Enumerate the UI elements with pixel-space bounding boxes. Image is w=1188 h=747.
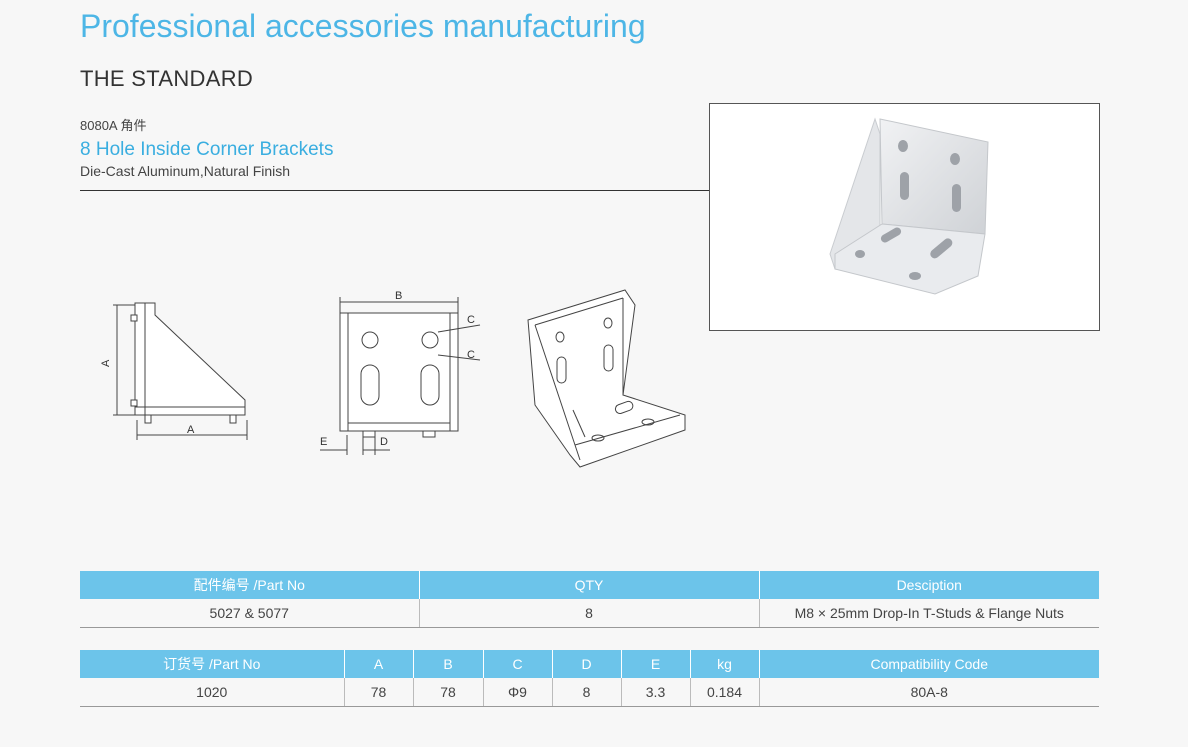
table-row: 5027 & 5077 8 M8 × 25mm Drop-In T-Studs … [80, 599, 1099, 628]
page-title: Professional accessories manufacturing [80, 8, 646, 44]
front-view [320, 297, 481, 455]
cell-part-no: 5027 & 5077 [80, 599, 420, 628]
cell-qty: 8 [419, 599, 760, 628]
cell-b: 78 [413, 678, 484, 707]
product-photo [709, 103, 1100, 331]
side-view [113, 302, 248, 440]
accessories-table: 配件编号 /Part No QTY Desciption 5027 & 5077… [80, 571, 1099, 628]
col-header-description: Desciption [759, 571, 1099, 599]
dim-label-d: D [380, 436, 388, 448]
cell-c: Φ9 [483, 678, 553, 707]
dim-label-c-top: C [467, 314, 475, 326]
col-header-c: C [483, 650, 553, 678]
col-header-e: E [621, 650, 691, 678]
cell-a: 78 [344, 678, 414, 707]
model-number: 8080A 角件 [80, 118, 147, 133]
product-name: 8 Hole Inside Corner Brackets [80, 139, 334, 160]
isometric-view [527, 289, 686, 468]
dim-label-b: B [395, 290, 402, 302]
dim-label-c-bottom: C [467, 349, 475, 361]
cell-d: 8 [552, 678, 622, 707]
cell-kg: 0.184 [690, 678, 760, 707]
cell-e: 3.3 [621, 678, 691, 707]
col-header-kg: kg [690, 650, 760, 678]
dim-label-e: E [320, 436, 327, 448]
specifications-table: 订货号 /Part No A B C D E kg Compatibility … [80, 650, 1099, 707]
dim-label-a-horizontal: A [187, 424, 195, 436]
dim-label-a-vertical: A [100, 359, 112, 367]
col-header-d: D [552, 650, 622, 678]
material-description: Die-Cast Aluminum,Natural Finish [80, 163, 291, 179]
bracket-photo-illustration [829, 117, 989, 295]
col-header-order-no: 订货号 /Part No [80, 650, 345, 678]
table-row: 1020 78 78 Φ9 8 3.3 0.184 80A-8 [80, 678, 1099, 707]
cell-description: M8 × 25mm Drop-In T-Studs & Flange Nuts [759, 599, 1099, 628]
col-header-compatibility: Compatibility Code [759, 650, 1099, 678]
cell-compatibility: 80A-8 [759, 678, 1099, 707]
section-subtitle: THE STANDARD [80, 66, 254, 91]
col-header-b: B [413, 650, 484, 678]
technical-drawing: A A B C C E D [95, 285, 695, 475]
divider-line [80, 190, 710, 191]
col-header-qty: QTY [419, 571, 760, 599]
col-header-a: A [344, 650, 414, 678]
col-header-part-no: 配件编号 /Part No [80, 571, 420, 599]
cell-order-no: 1020 [80, 678, 345, 707]
